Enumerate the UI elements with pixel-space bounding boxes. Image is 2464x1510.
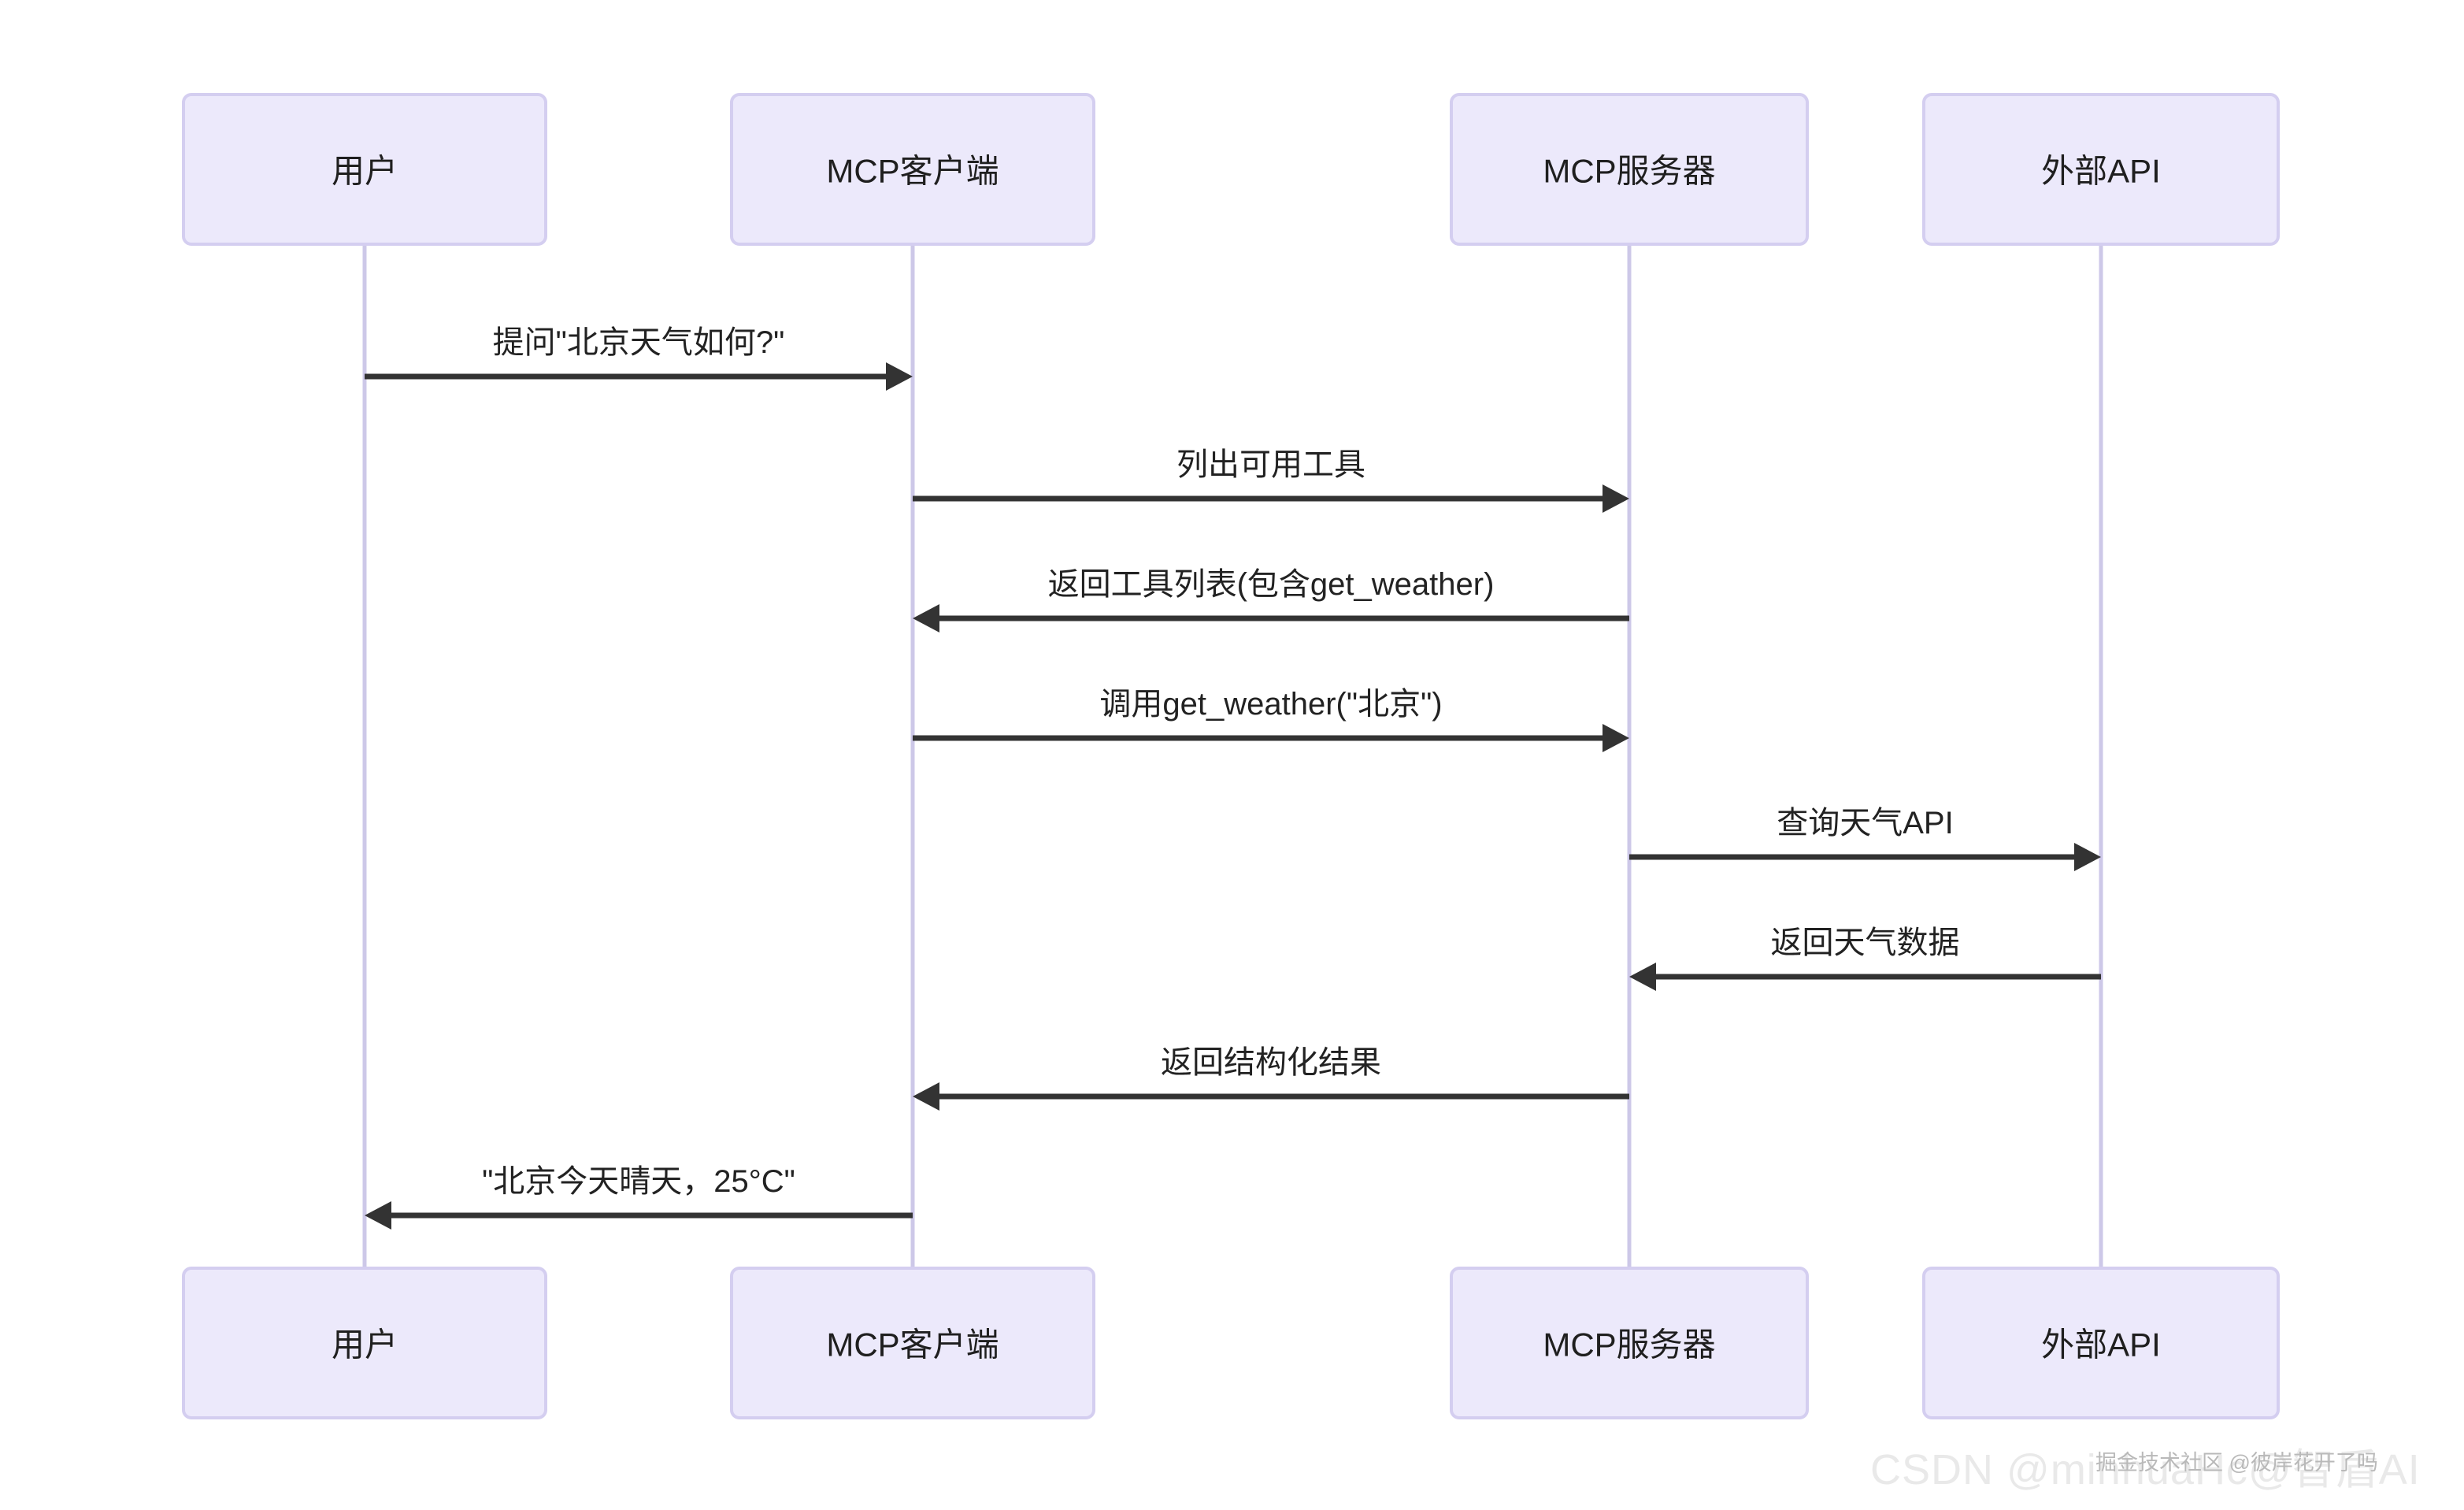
actor-label-user: 用户 xyxy=(332,1326,398,1363)
message-arrowhead xyxy=(1603,484,1629,513)
actor-label-api: 外部API xyxy=(2041,153,2161,190)
actor-box-server-bottom[interactable]: MCP服务器 xyxy=(1450,1267,1809,1419)
actor-box-rect xyxy=(1922,1267,2280,1419)
actor-box-rect xyxy=(730,93,1095,246)
actor-box-rect xyxy=(182,93,547,246)
message-5-server-to-api: 查询天气API xyxy=(1629,806,2101,871)
actor-box-rect xyxy=(1922,93,2280,246)
message-4-client-to-server: 调用get_weather("北京") xyxy=(913,687,1629,752)
actor-label-user: 用户 xyxy=(332,153,398,190)
actor-box-rect xyxy=(182,1267,547,1419)
actor-box-client-bottom[interactable]: MCP客户端 xyxy=(730,1267,1095,1419)
message-label: 列出可用工具 xyxy=(1176,447,1365,482)
message-label: 返回结构化结果 xyxy=(1161,1045,1381,1080)
message-label: 返回工具列表(包含get_weather) xyxy=(1048,567,1495,602)
message-label: "北京今天晴天，25°C" xyxy=(482,1164,795,1199)
message-arrowhead xyxy=(365,1201,391,1230)
actor-label-client: MCP客户端 xyxy=(826,1326,999,1363)
actor-box-rect xyxy=(730,1267,1095,1419)
actor-box-user-bottom[interactable]: 用户 xyxy=(182,1267,547,1419)
message-6-api-to-server: 返回天气数据 xyxy=(1629,926,2101,991)
actor-box-api-top[interactable]: 外部API xyxy=(1922,93,2280,246)
message-label: 调用get_weather("北京") xyxy=(1099,687,1442,722)
message-7-server-to-client: 返回结构化结果 xyxy=(913,1045,1629,1111)
message-arrowhead xyxy=(886,362,913,391)
actor-box-rect xyxy=(1450,93,1809,246)
message-label: 提问"北京天气如何?" xyxy=(493,325,785,360)
message-1-user-to-client: 提问"北京天气如何?" xyxy=(365,325,913,391)
actor-box-server-top[interactable]: MCP服务器 xyxy=(1450,93,1809,246)
message-arrowhead xyxy=(913,604,939,633)
actor-box-api-bottom[interactable]: 外部API xyxy=(1922,1267,2280,1419)
actor-box-rect xyxy=(1450,1267,1809,1419)
message-2-client-to-server: 列出可用工具 xyxy=(913,447,1629,513)
actor-label-server: MCP服务器 xyxy=(1543,153,1715,190)
lifelines-group xyxy=(362,244,2103,1268)
actor-label-server: MCP服务器 xyxy=(1543,1326,1715,1363)
message-arrowhead xyxy=(1603,724,1629,752)
actor-label-api: 外部API xyxy=(2041,1326,2161,1363)
actor-box-client-top[interactable]: MCP客户端 xyxy=(730,93,1095,246)
message-arrowhead xyxy=(2074,843,2101,871)
message-3-server-to-client: 返回工具列表(包含get_weather) xyxy=(913,567,1629,633)
actor-label-client: MCP客户端 xyxy=(826,153,999,190)
message-label: 返回天气数据 xyxy=(1771,926,1960,960)
message-label: 查询天气API xyxy=(1777,806,1953,840)
message-arrowhead xyxy=(913,1082,939,1111)
message-arrowhead xyxy=(1629,963,1656,991)
actor-box-user-top[interactable]: 用户 xyxy=(182,93,547,246)
message-8-client-to-user: "北京今天晴天，25°C" xyxy=(365,1164,913,1230)
